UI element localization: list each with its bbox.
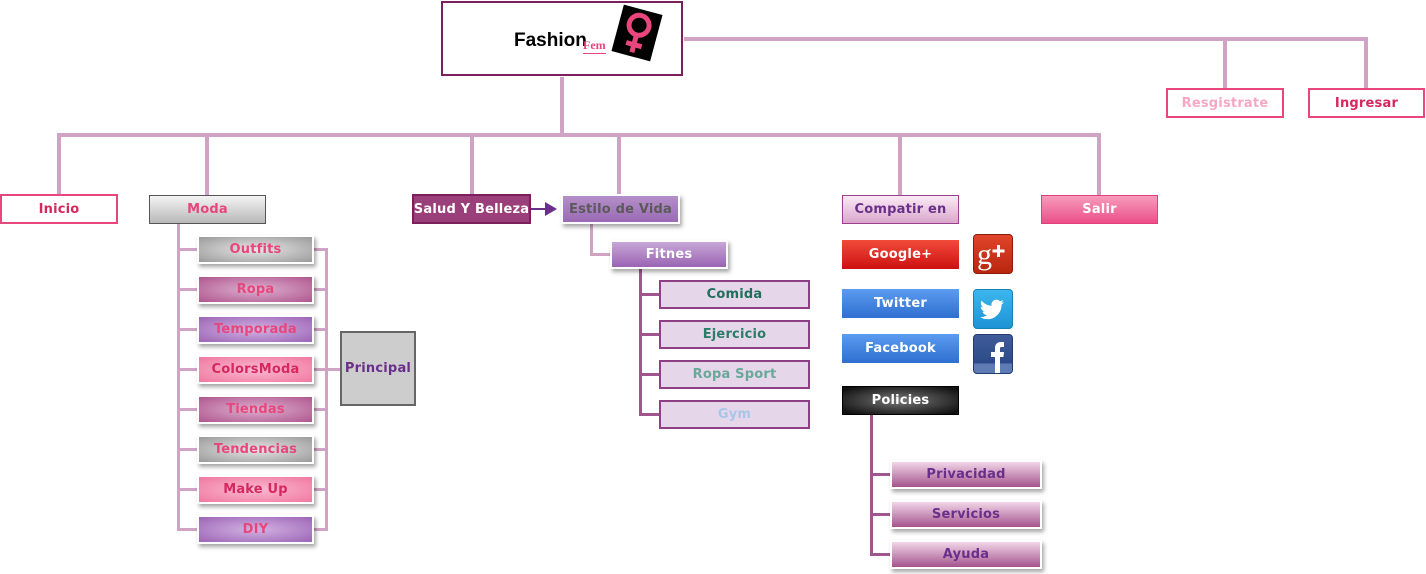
arrow-right-icon [545, 202, 557, 216]
nav-salir[interactable]: Salir [1041, 195, 1158, 224]
logo-brand-sub: Fem [583, 38, 606, 54]
nav-salud-belleza-label: Salud Y Belleza [413, 201, 530, 217]
fitnes-item-ejercicio[interactable]: Ejercicio [659, 320, 810, 349]
policy-item-label: Ayuda [942, 547, 990, 562]
share-twitter-button[interactable]: Twitter [842, 289, 959, 318]
fitnes-item-label: Ejercicio [702, 327, 767, 342]
fitnes-node[interactable]: Fitnes [610, 240, 728, 269]
moda-item-temporada[interactable]: Temporada [197, 315, 314, 344]
moda-item-tendencias[interactable]: Tendencias [197, 435, 314, 464]
share-facebook-button[interactable]: Facebook [842, 334, 959, 363]
nav-moda-label: Moda [187, 202, 228, 217]
register-button[interactable]: Resgistrate [1166, 88, 1284, 118]
moda-item-label: Tendencias [213, 442, 298, 457]
nav-salir-label: Salir [1082, 202, 1117, 217]
moda-item-label: Temporada [214, 322, 297, 337]
policy-item-privacidad[interactable]: Privacidad [890, 460, 1042, 489]
moda-item-colorsmoda[interactable]: ColorsModa [197, 355, 314, 384]
nav-estilo-vida-label: Estilo de Vida [568, 201, 673, 217]
policy-item-ayuda[interactable]: Ayuda [890, 540, 1042, 569]
fitnes-item-ropa-sport[interactable]: Ropa Sport [659, 360, 810, 389]
moda-item-label: Outfits [229, 242, 282, 257]
nav-inicio[interactable]: Inicio [0, 194, 118, 224]
fitnes-item-gym[interactable]: Gym [659, 400, 810, 429]
login-label: Ingresar [1334, 95, 1399, 111]
fitnes-item-label: Comida [706, 287, 763, 302]
moda-item-makeup[interactable]: Make Up [197, 475, 314, 504]
nav-moda[interactable]: Moda [149, 195, 266, 224]
register-label: Resgistrate [1181, 95, 1269, 111]
share-facebook-label: Facebook [865, 341, 936, 356]
moda-item-label: DIY [242, 522, 269, 537]
policy-item-label: Servicios [931, 507, 1001, 522]
policy-item-label: Privacidad [926, 467, 1006, 482]
svg-text:g: g [977, 238, 992, 271]
nav-salud-belleza[interactable]: Salud Y Belleza [412, 194, 531, 224]
female-symbol-icon [611, 4, 663, 62]
moda-item-ropa[interactable]: Ropa [197, 275, 314, 304]
policies-label: Policies [871, 393, 930, 408]
logo-brand-main: Fashion [514, 30, 587, 51]
share-google-label: Google+ [868, 247, 933, 262]
fitnes-label: Fitnes [645, 247, 693, 262]
fitnes-item-label: Ropa Sport [692, 367, 777, 382]
policies-button[interactable]: Policies [842, 386, 959, 415]
moda-item-diy[interactable]: DIY [197, 515, 314, 544]
moda-item-label: Ropa [236, 282, 275, 297]
nav-compartir[interactable]: Compatir en [842, 195, 959, 224]
moda-item-label: ColorsModa [211, 362, 300, 377]
policy-item-servicios[interactable]: Servicios [890, 500, 1042, 529]
facebook-icon[interactable] [973, 334, 1013, 374]
share-google-button[interactable]: Google+ [842, 240, 959, 269]
moda-item-outfits[interactable]: Outfits [197, 235, 314, 264]
principal-label: Principal [344, 361, 412, 376]
logo-box[interactable]: Fashion Fem [441, 1, 683, 76]
nav-inicio-label: Inicio [38, 201, 80, 217]
twitter-icon[interactable] [973, 289, 1013, 329]
nav-estilo-vida[interactable]: Estilo de Vida [561, 194, 680, 224]
principal-box[interactable]: Principal [340, 331, 416, 406]
google-plus-icon[interactable]: g [973, 234, 1013, 274]
login-button[interactable]: Ingresar [1308, 88, 1425, 118]
nav-compartir-label: Compatir en [854, 202, 947, 217]
moda-item-tiendas[interactable]: Tiendas [197, 395, 314, 424]
share-twitter-label: Twitter [874, 296, 927, 311]
fitnes-item-comida[interactable]: Comida [659, 280, 810, 309]
fitnes-item-label: Gym [717, 407, 752, 422]
moda-item-label: Tiendas [226, 402, 285, 417]
moda-item-label: Make Up [223, 482, 288, 497]
